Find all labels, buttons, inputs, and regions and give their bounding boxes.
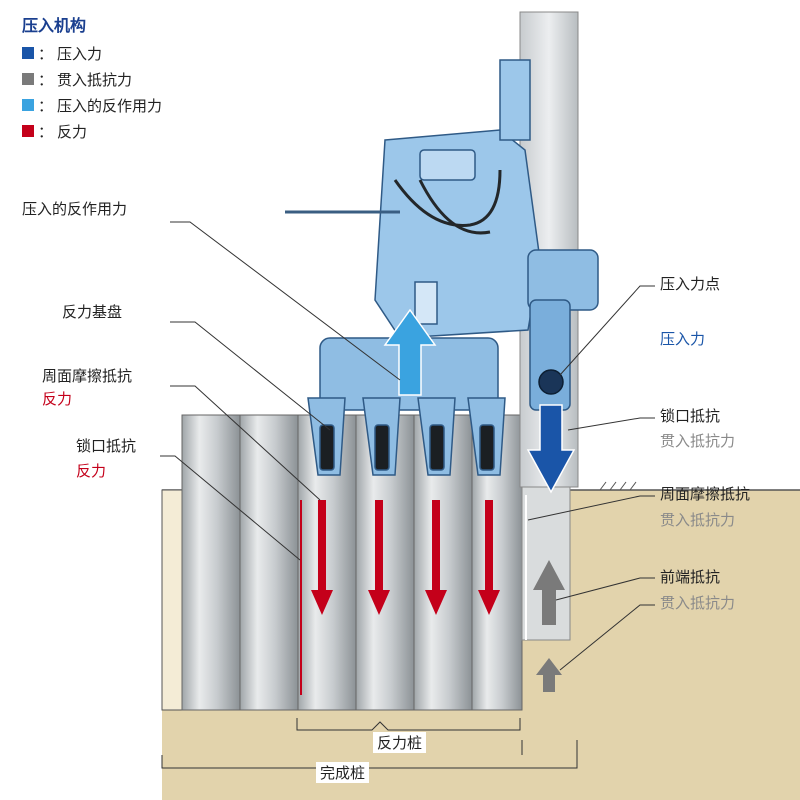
swatch-icon: [22, 99, 34, 111]
label-penetration-3: 贯入抵抗力: [660, 594, 736, 612]
label-press-force: 压入力: [660, 330, 706, 348]
completed-piles: [181, 414, 523, 711]
label-side-friction-right: 周面摩擦抵抗: [660, 485, 751, 503]
swatch-icon: [22, 47, 34, 59]
pile-clamps: [307, 397, 506, 476]
label-reaction-1: 反力: [42, 390, 73, 408]
press-reaction-arrow: [383, 308, 437, 396]
ground-hatch: [599, 481, 637, 491]
label-press-point: 压入力点: [660, 275, 721, 293]
dimension-lines: [161, 718, 578, 769]
swatch-icon: [22, 73, 34, 85]
legend-item-penetration: ： 贯入抵抗力: [22, 66, 162, 92]
legend-item-press: ： 压入力: [22, 40, 162, 66]
label-reaction-piles: 反力桩: [373, 732, 427, 753]
legend-title: 压入机构: [22, 16, 87, 35]
label-tip-resistance: 前端抵抗: [660, 568, 721, 586]
friction-resistance-arrow: [533, 560, 565, 625]
label-reaction-2: 反力: [76, 462, 107, 480]
press-force-arrow: [526, 404, 576, 494]
swatch-icon: [22, 125, 34, 137]
label-interlock: 锁口抵抗: [76, 437, 137, 455]
legend: 压入机构 ： 压入力 ： 贯入抵抗力 ： 压入的反作用力 ： 反力: [22, 12, 162, 144]
label-press-reaction: 压入的反作用力: [22, 200, 128, 218]
press-in-machine: [285, 59, 599, 411]
label-penetration-2: 贯入抵抗力: [660, 511, 736, 529]
label-reaction-base: 反力基盘: [62, 303, 123, 321]
legend-item-press-reaction: ： 压入的反作用力: [22, 92, 162, 118]
label-completed-piles: 完成桩: [316, 762, 370, 783]
label-interlock-right: 锁口抵抗: [660, 407, 721, 425]
leader-lines: [160, 221, 655, 671]
reaction-arrows: [311, 500, 500, 615]
label-penetration-1: 贯入抵抗力: [660, 432, 736, 450]
tip-resistance-arrow: [536, 658, 562, 692]
legend-item-reaction: ： 反力: [22, 118, 162, 144]
label-side-friction: 周面摩擦抵抗: [42, 367, 133, 385]
